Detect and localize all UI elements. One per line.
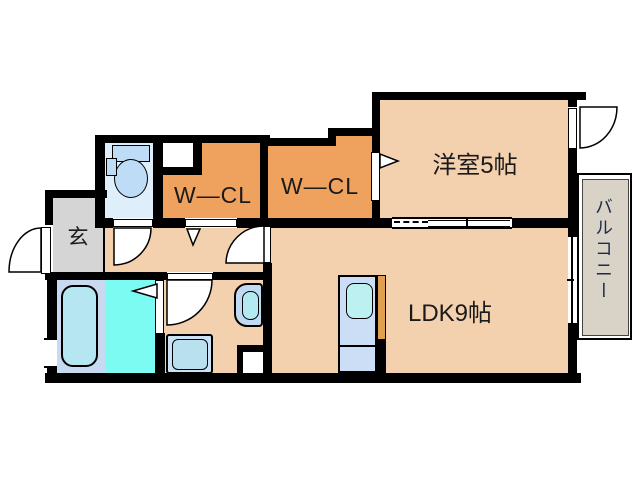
wall-bath-left-upper: [47, 280, 57, 338]
wall-ps-left: [237, 345, 243, 373]
closet2-door-leaf: [371, 152, 380, 201]
wall-washroom-right: [263, 280, 272, 373]
wall-hall-bottom-left: [45, 272, 167, 280]
kitchen-unit: [338, 275, 377, 373]
sliding-door: [392, 217, 512, 229]
washing-machine: [166, 334, 213, 374]
genkan-step-line: [103, 228, 105, 272]
kitchen-sink: [346, 283, 373, 319]
room-label-wcl2: W―CL: [280, 173, 360, 199]
ldk-balcony-window: [567, 237, 577, 323]
balcony-floor: [582, 179, 629, 336]
genkan-floor: [53, 198, 103, 272]
wall-yoshitsu-top: [372, 92, 586, 100]
kitchen-counter-strip: [377, 275, 386, 340]
wall-genkan-top: [45, 190, 107, 198]
room-label-wcl1: W―CL: [173, 182, 253, 208]
room-label-ldk: LDK9帖: [407, 300, 493, 327]
pipe-space: [243, 352, 263, 373]
wall-bath-left-lower: [47, 368, 57, 374]
toilet-handle: [106, 158, 117, 176]
wall-ps-top: [237, 345, 272, 352]
washing-machine-inner: [172, 339, 208, 370]
wall-toilet-right: [153, 135, 163, 228]
toilet-bowl: [114, 159, 148, 198]
wall-right-middle: [568, 148, 577, 237]
closet2-floor-upper: [336, 136, 372, 146]
wall-right-lower: [568, 323, 577, 373]
yoshitsu-door-arc: [579, 106, 618, 149]
washbasin-inner: [242, 291, 259, 320]
wall-yoshitsu-left-upper: [372, 100, 380, 152]
room-ldk-floor: [272, 228, 568, 373]
room-label-balcony: バルコニー: [593, 197, 613, 302]
wall-genkan-right: [95, 135, 105, 228]
wall-hall-ldk-upper: [263, 218, 272, 227]
wall-mid-d: [512, 218, 577, 228]
room-label-yoshitsu: 洋室5帖: [432, 152, 518, 179]
wall-kitchen-stub: [377, 340, 386, 373]
closet1-notch: [163, 143, 193, 167]
hallway-floor: [105, 228, 272, 272]
wall-bottom: [45, 373, 581, 383]
wall-closet2-top-right: [328, 128, 380, 136]
wall-closet-divider: [260, 135, 268, 228]
room-label-genkan: 玄: [67, 226, 89, 249]
wall-mid-c: [237, 218, 392, 228]
wall-bath-washroom: [155, 333, 165, 373]
bath-door-leaf: [155, 280, 164, 334]
sliding-door-tick: [466, 219, 468, 226]
wall-notch-right: [193, 143, 202, 175]
washroom-door-leaf: [167, 273, 213, 280]
wall-mid-b: [153, 218, 185, 228]
toilet-door-leaf: [113, 219, 153, 227]
yoshitsu-door-leaf: [568, 108, 577, 149]
wall-row-top: [95, 135, 270, 143]
hall-ldk-door-leaf: [263, 226, 271, 263]
wall-hall-bottom-right: [213, 272, 272, 280]
bath-floor: [105, 280, 155, 373]
closet2-floor: [268, 146, 372, 218]
window-center-tick: [567, 279, 574, 281]
wall-notch-bottom: [160, 167, 202, 175]
wall-right-upper: [568, 92, 577, 107]
wall-closet2-step: [328, 128, 336, 146]
entry-door-leaf: [41, 227, 51, 274]
sliding-door-dashed-track: [394, 221, 428, 223]
bathtub: [61, 285, 98, 367]
washbasin: [234, 283, 263, 327]
bathroom-window: [44, 338, 57, 368]
sliding-door-panel: [428, 220, 510, 227]
wall-yoshitsu-left-lower: [372, 200, 380, 218]
wall-closet2-top-left: [260, 138, 336, 146]
closet1-door-leaf: [185, 219, 237, 227]
wall-hall-ldk-lower: [263, 263, 272, 280]
room-yoshitsu-floor: [380, 98, 568, 218]
kitchen-divider: [340, 345, 375, 347]
wall-genkan-left: [45, 190, 53, 225]
entry-door-arc: [8, 227, 42, 273]
